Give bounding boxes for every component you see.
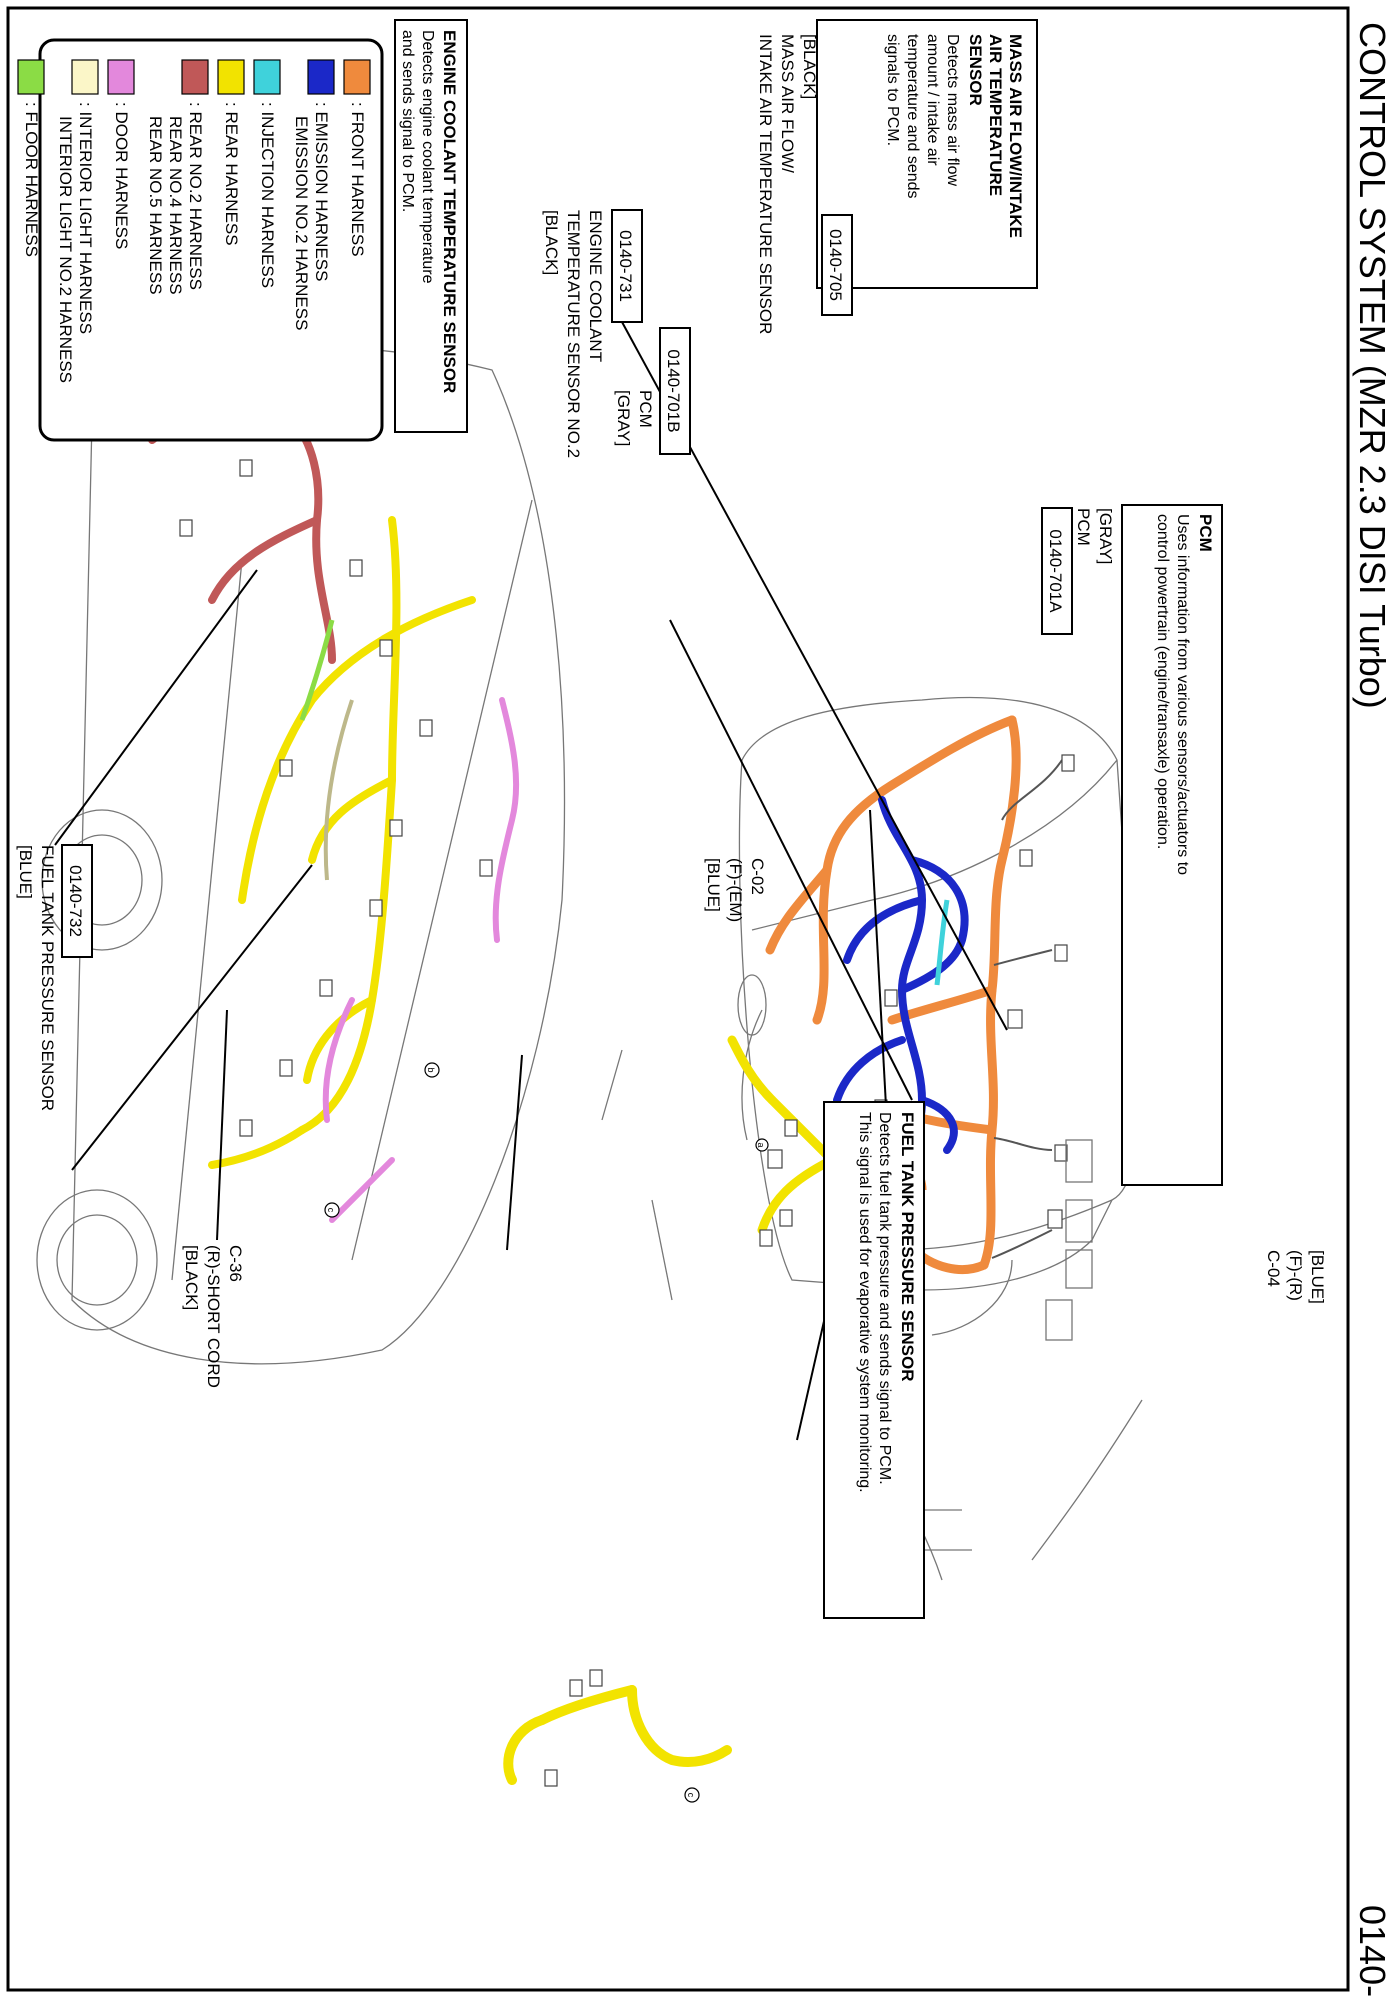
legend-swatch-4 bbox=[181, 59, 209, 95]
pcm-info-box: PCM Uses information from various sensor… bbox=[1121, 504, 1223, 1186]
ect-title: ENGINE COOLANT TEMPERATURE SENSOR bbox=[440, 30, 459, 393]
marker-c2: c bbox=[686, 1793, 696, 1798]
c701a-line-1: [GRAY] bbox=[1096, 508, 1115, 564]
ftp-info-box: FUEL TANK PRESSURE SENSOR Detects fuel t… bbox=[823, 1101, 925, 1619]
legend-label-4-sub-0: REAR NO.4 HARNESS bbox=[166, 116, 185, 295]
rear-harness-floor bbox=[503, 1685, 732, 1785]
legend-label-4: : REAR NO.2 HARNESS bbox=[186, 102, 205, 290]
legend-label-4-sub-1: REAR NO.5 HARNESS bbox=[146, 116, 165, 295]
pcm-body-line-2: control powertrain (engine/transaxle) op… bbox=[1154, 514, 1171, 849]
ect-body-line-1: Detects engine coolant temperature bbox=[419, 30, 436, 284]
callout-0140-731: 0140-731 ENGINE COOLANT TEMPERATURE SENS… bbox=[542, 209, 643, 458]
maf-title-line-2: AIR TEMPERATURE bbox=[986, 34, 1005, 196]
c701b-line-2: [GRAY] bbox=[614, 390, 633, 446]
c731-line-2: TEMPERATURE SENSOR NO.2 bbox=[564, 210, 583, 458]
ftp-title: FUEL TANK PRESSURE SENSOR bbox=[898, 1112, 917, 1382]
maf-body-line-3: temperature and sends bbox=[904, 34, 921, 199]
legend-label-6: : INTERIOR LIGHT HARNESS bbox=[76, 102, 95, 334]
legend-swatch-3 bbox=[217, 59, 245, 95]
c732-code: 0140-732 bbox=[66, 865, 85, 937]
c04-line-1: [BLUE] bbox=[1308, 1250, 1327, 1304]
marker-b: b bbox=[426, 1067, 436, 1072]
legend-label-6-sub-0: INTERIOR LIGHT NO.2 HARNESS bbox=[56, 116, 75, 383]
ect-body-line-2: and sends signal to PCM. bbox=[399, 30, 416, 212]
pcm-body-line-1: Uses information from various sensors/ac… bbox=[1174, 514, 1191, 875]
legend-swatch-1 bbox=[307, 59, 335, 95]
page-border bbox=[6, 6, 1350, 1992]
c36-line-2: (R)-SHORT CORD bbox=[204, 1245, 223, 1388]
body-connectors bbox=[179, 459, 493, 1137]
callout-0140-701B: 0140-701B PCM [GRAY] bbox=[614, 327, 691, 455]
legend-swatch-2 bbox=[253, 59, 281, 95]
legend-swatch-0 bbox=[343, 59, 371, 95]
c705-line-3: INTAKE AIR TEMPERATURE SENSOR bbox=[756, 34, 775, 334]
callout-c02: C-02 (F)-(EM) [BLUE] bbox=[704, 858, 767, 922]
page-number: 0140-7] bbox=[1352, 1905, 1392, 1998]
marker-a: a bbox=[756, 1142, 766, 1147]
c701b-code: 0140-701B bbox=[664, 349, 683, 432]
legend-label-2: : INJECTION HARNESS bbox=[258, 102, 277, 288]
body-view: b c bbox=[36, 346, 566, 1365]
branch-wires bbox=[991, 759, 1063, 1259]
c731-code: 0140-731 bbox=[616, 230, 635, 302]
c04-line-2: (F)-(R) bbox=[1286, 1250, 1305, 1301]
c36-line-1: C-36 bbox=[226, 1245, 245, 1282]
c02-line-1: C-02 bbox=[748, 858, 767, 895]
legend-swatch-5 bbox=[107, 59, 135, 95]
door-harness bbox=[322, 697, 520, 1223]
ftp-body-line-1: Detects fuel tank pressure and sends sig… bbox=[876, 1112, 893, 1485]
ftp-body-line-2: This signal is used for evaporative syst… bbox=[856, 1112, 873, 1493]
c705-line-2: MASS AIR FLOW/ bbox=[778, 34, 797, 173]
harness-legend: : FRONT HARNESS : EMISSION HARNESSEMISSIO… bbox=[17, 38, 384, 442]
c02-line-3: [BLUE] bbox=[704, 858, 723, 912]
legend-label-3: : REAR HARNESS bbox=[222, 102, 241, 246]
maf-body-line-4: signals to PCM. bbox=[884, 34, 901, 146]
rear-harness bbox=[208, 516, 476, 1169]
c732-line-1: FUEL TANK PRESSURE SENSOR bbox=[38, 845, 57, 1111]
c36-line-3: [BLACK] bbox=[182, 1245, 201, 1310]
callout-c36: C-36 (R)-SHORT CORD [BLACK] bbox=[182, 1245, 245, 1388]
c731-line-3: [BLACK] bbox=[542, 210, 561, 275]
maf-title-line-3: SENSOR bbox=[966, 34, 985, 106]
maf-body-line-1: Detects mass air flow bbox=[944, 34, 961, 186]
floor-view: c bbox=[503, 1669, 732, 1803]
legend-label-0: : FRONT HARNESS bbox=[348, 102, 367, 257]
legend-label-1: : EMISSION HARNESS bbox=[312, 102, 331, 281]
interior-light-harness bbox=[323, 699, 354, 881]
c705-line-1: [BLACK] bbox=[800, 34, 819, 99]
maf-title-line-1: MASS AIR FLOW/INTAKE bbox=[1006, 34, 1025, 238]
injection-harness bbox=[934, 899, 950, 986]
rear-no2-harness bbox=[148, 405, 336, 664]
legend-swatch-7 bbox=[17, 59, 45, 95]
c701a-code: 0140-701A bbox=[1046, 529, 1065, 613]
callout-0140-701A: [GRAY] PCM 0140-701A bbox=[1041, 507, 1115, 635]
c701b-line-1: PCM bbox=[636, 390, 655, 428]
c04-line-3: C-04 bbox=[1264, 1250, 1283, 1287]
c731-line-1: ENGINE COOLANT bbox=[586, 210, 605, 362]
callout-c04: [BLUE] (F)-(R) C-04 bbox=[1264, 1250, 1327, 1304]
maf-body-line-2: amount / intake air bbox=[924, 34, 941, 166]
legend-label-7: : FLOOR HARNESS bbox=[22, 102, 41, 257]
ect-info-box: ENGINE COOLANT TEMPERATURE SENSOR Detect… bbox=[394, 19, 468, 433]
legend-label-1-sub-0: EMISSION NO.2 HARNESS bbox=[292, 116, 311, 330]
callout-0140-732: 0140-732 FUEL TANK PRESSURE SENSOR [BLUE… bbox=[16, 844, 93, 1111]
maf-info-box: MASS AIR FLOW/INTAKE AIR TEMPERATURE SEN… bbox=[816, 19, 1038, 289]
c732-line-2: [BLUE] bbox=[16, 845, 35, 899]
c705-code: 0140-705 bbox=[826, 229, 845, 301]
c02-line-2: (F)-(EM) bbox=[726, 858, 745, 922]
marker-c: c bbox=[326, 1208, 336, 1213]
callout-0140-705: [BLACK] MASS AIR FLOW/ INTAKE AIR TEMPER… bbox=[756, 34, 853, 334]
legend-swatch-6 bbox=[71, 59, 99, 95]
floor-harness bbox=[299, 619, 335, 721]
pcm-title: PCM bbox=[1196, 514, 1215, 552]
page-title: CONTROL SYSTEM (MZR 2.3 DISI Turbo) bbox=[1352, 22, 1392, 709]
c701a-line-2: PCM bbox=[1074, 508, 1093, 546]
legend-label-5: : DOOR HARNESS bbox=[112, 102, 131, 249]
engine-bay-view bbox=[737, 696, 1139, 1336]
